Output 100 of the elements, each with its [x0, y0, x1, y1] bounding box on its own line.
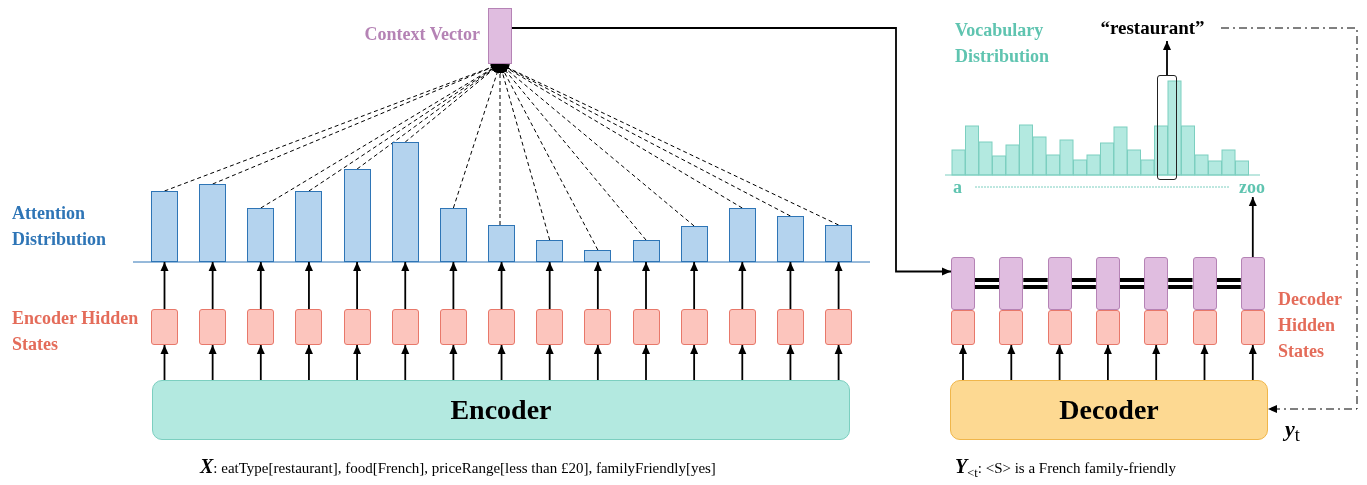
- arrow: [593, 261, 602, 310]
- attention-bar: [343, 169, 371, 262]
- hidden-state-box: [632, 309, 660, 345]
- arrow: [786, 261, 795, 310]
- hidden-state-box: [728, 309, 756, 345]
- hidden-state-box: [1240, 310, 1265, 345]
- arrow: [160, 344, 169, 381]
- arrow: [690, 344, 699, 381]
- hidden-state-box: [1144, 310, 1169, 345]
- chart-title: Vocabulary Distribution: [955, 19, 1051, 68]
- arrow: [959, 344, 967, 381]
- hidden-state-box: [199, 309, 227, 345]
- arrow: [256, 344, 265, 381]
- axis-label: a: [953, 177, 962, 197]
- arrow: [401, 344, 410, 381]
- double-line-link: [975, 278, 1000, 289]
- hidden-state-box: [1047, 310, 1072, 345]
- arrow: [497, 261, 506, 310]
- arrow: [642, 261, 650, 310]
- hidden-state-box: [295, 309, 323, 345]
- output-sequence-text: Y$_{<t}$: <S> is a French family-friendly: [955, 455, 1176, 481]
- highlight-box: [1157, 75, 1177, 180]
- arrow: [160, 261, 169, 310]
- double-line-link: [1119, 278, 1145, 289]
- arrow: [834, 261, 843, 310]
- hidden-state-box: [488, 309, 516, 345]
- input-sequence-text: X: eatType[restaurant], food[French], priceRange[less than £20], familyFriendly[yes]: [200, 455, 716, 478]
- attention-bar: [632, 240, 660, 262]
- attention-bar: [151, 191, 178, 262]
- hidden-state-box: [999, 257, 1024, 310]
- arrow: [690, 261, 699, 310]
- arrow: [304, 344, 313, 381]
- decoder-block: Decoder: [950, 380, 1268, 440]
- arrow: [401, 261, 410, 310]
- arrow: [1055, 344, 1064, 381]
- arrow: [1163, 40, 1171, 76]
- hidden-state-box: [391, 309, 419, 345]
- arrow: [353, 261, 362, 310]
- hidden-state-box: [951, 257, 975, 310]
- double-line-link: [1071, 278, 1096, 289]
- output-word: “restaurant”: [1090, 15, 1215, 41]
- arrow: [1007, 344, 1016, 381]
- hidden-state-box: [776, 309, 804, 345]
- encoder-block: Encoder: [152, 380, 850, 440]
- context-vector-label: Context Vector: [363, 23, 480, 46]
- arrow: [786, 344, 795, 381]
- arrow: [1152, 344, 1161, 381]
- attention-bar: [680, 226, 708, 262]
- context-vector-box: [488, 8, 512, 64]
- attention-bar: [584, 250, 612, 262]
- hidden-state-box: [680, 309, 708, 345]
- axis-label: Attention Distribution: [12, 202, 108, 251]
- arrow: [545, 344, 554, 381]
- attention-bar: [295, 191, 323, 262]
- attention-bar: [776, 216, 804, 262]
- arrow: [497, 344, 506, 381]
- arrow: [642, 344, 650, 381]
- hidden-state-box: [1047, 257, 1072, 310]
- arrow: [1200, 344, 1209, 381]
- arrow: [304, 261, 313, 310]
- arrow: [1248, 344, 1257, 381]
- arrow: [1220, 27, 1358, 413]
- arrow: [353, 344, 362, 381]
- hidden-state-box: [1192, 310, 1217, 345]
- hidden-state-box: [951, 310, 975, 345]
- arrow: [208, 344, 217, 381]
- hidden-state-box: [439, 309, 467, 345]
- arrow: [738, 261, 747, 310]
- hidden-state-box: [536, 309, 564, 345]
- hidden-state-box: [999, 310, 1024, 345]
- arrow: [1103, 344, 1112, 381]
- hidden-state-box: [343, 309, 371, 345]
- double-line-link: [1216, 278, 1241, 289]
- hidden-state-box: [584, 309, 612, 345]
- attention-bar: [825, 225, 853, 262]
- attention-bar: [439, 208, 467, 262]
- arrow: [834, 344, 843, 381]
- arrow: [738, 344, 747, 381]
- hidden-state-box: [1192, 257, 1217, 310]
- arrow: [1248, 196, 1257, 258]
- arrow: [593, 344, 602, 381]
- hidden-state-box: [825, 309, 853, 345]
- hidden-state-box: [151, 309, 178, 345]
- arrow: [449, 344, 458, 381]
- double-line-link: [1168, 278, 1193, 289]
- double-line-link: [1023, 278, 1048, 289]
- attention-bar: [536, 240, 564, 262]
- hidden-state-box: [1144, 257, 1169, 310]
- hidden-state-box: [1095, 310, 1120, 345]
- hidden-state-box: [1095, 257, 1120, 310]
- arrow: [208, 261, 217, 310]
- arrow: [545, 261, 554, 310]
- hidden-state-box: [1240, 257, 1265, 310]
- attention-bar: [728, 208, 756, 262]
- axis-label: Encoder Hidden States: [12, 307, 140, 356]
- attention-bar: [199, 184, 227, 262]
- arrow: [452, 63, 502, 209]
- attention-bar: [391, 142, 419, 262]
- hidden-state-box: [247, 309, 275, 345]
- arrow: [449, 261, 458, 310]
